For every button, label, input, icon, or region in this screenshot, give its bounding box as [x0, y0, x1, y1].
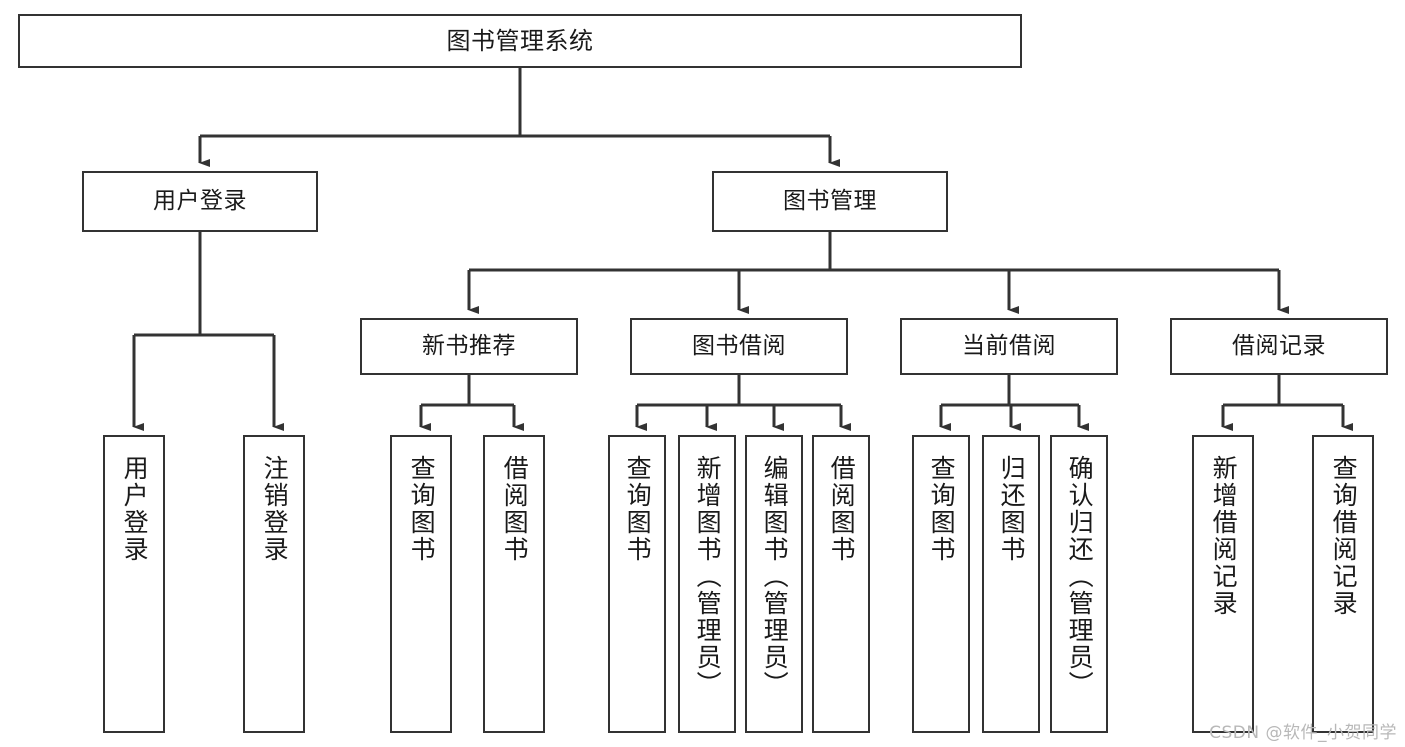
edges-book-borrow-children: [635, 375, 851, 431]
edges-root-to-level2: [198, 68, 840, 167]
node-label: 查询图书: [927, 455, 957, 563]
node-user-login[interactable]: 用户登录: [82, 171, 318, 232]
node-label: 查询图书: [407, 455, 437, 563]
node-label: 当前借阅: [962, 332, 1056, 359]
edges-book-manage-children: [467, 232, 1289, 314]
edges-borrow-record-children: [1221, 375, 1353, 431]
node-leaf-return-book[interactable]: 归还图书: [982, 435, 1040, 733]
node-leaf-query-book-newbook[interactable]: 查询图书: [390, 435, 452, 733]
node-label: 编辑图书（管理员）: [760, 455, 790, 698]
node-book-borrowing[interactable]: 图书借阅: [630, 318, 848, 375]
node-label: 新增图书（管理员）: [693, 455, 723, 698]
edges-new-book-rec-children: [419, 375, 524, 431]
node-label: 查询借阅记录: [1329, 455, 1359, 617]
node-leaf-borrow-book[interactable]: 借阅图书: [812, 435, 870, 733]
edges-current-borrow-children: [939, 375, 1089, 431]
node-book-management[interactable]: 图书管理: [712, 171, 948, 232]
node-label: 图书借阅: [692, 332, 786, 359]
edges-user-login-children: [132, 232, 284, 431]
node-leaf-add-book-admin[interactable]: 新增图书（管理员）: [678, 435, 736, 733]
node-leaf-borrow-book-newbook[interactable]: 借阅图书: [483, 435, 545, 733]
node-borrowing-record[interactable]: 借阅记录: [1170, 318, 1388, 375]
node-label: 查询图书: [623, 455, 653, 563]
node-label: 图书管理系统: [446, 26, 594, 55]
node-book-management-system[interactable]: 图书管理系统: [18, 14, 1022, 68]
node-label: 确认归还（管理员）: [1065, 455, 1095, 698]
node-leaf-logout[interactable]: 注销登录: [243, 435, 305, 733]
node-leaf-user-login[interactable]: 用户登录: [103, 435, 165, 733]
node-current-borrowing[interactable]: 当前借阅: [900, 318, 1118, 375]
node-leaf-edit-book-admin[interactable]: 编辑图书（管理员）: [745, 435, 803, 733]
node-label: 用户登录: [120, 455, 150, 563]
node-leaf-query-book-current[interactable]: 查询图书: [912, 435, 970, 733]
node-label: 借阅记录: [1232, 332, 1326, 359]
node-label: 用户登录: [153, 187, 247, 214]
node-label: 归还图书: [997, 455, 1027, 563]
node-label: 注销登录: [260, 455, 290, 563]
node-label: 图书管理: [783, 187, 877, 214]
node-leaf-add-borrow-record[interactable]: 新增借阅记录: [1192, 435, 1254, 733]
node-label: 借阅图书: [500, 455, 530, 563]
node-leaf-confirm-return-admin[interactable]: 确认归还（管理员）: [1050, 435, 1108, 733]
node-leaf-query-borrow-record[interactable]: 查询借阅记录: [1312, 435, 1374, 733]
node-label: 新书推荐: [422, 332, 516, 359]
node-label: 新增借阅记录: [1209, 455, 1239, 617]
node-leaf-query-book-borrow[interactable]: 查询图书: [608, 435, 666, 733]
node-new-book-recommendation[interactable]: 新书推荐: [360, 318, 578, 375]
node-label: 借阅图书: [827, 455, 857, 563]
